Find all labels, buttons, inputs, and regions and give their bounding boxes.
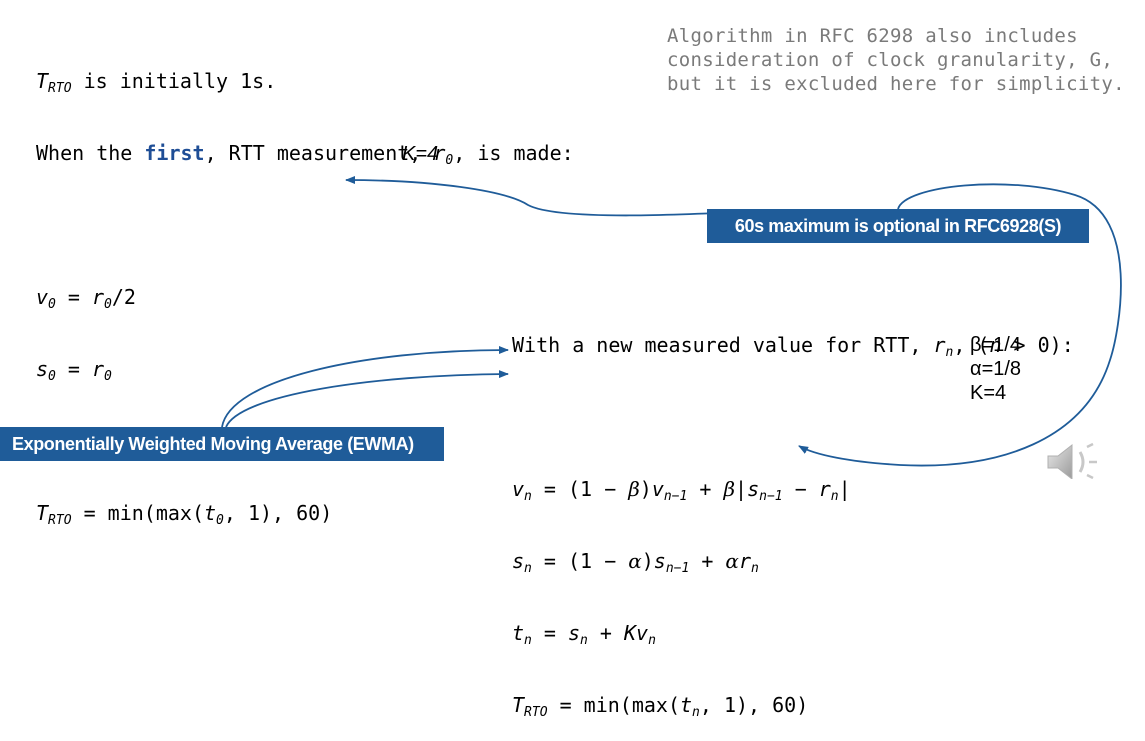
initial-eq-T: TRTO = min(max(t0, 1), 60)	[36, 501, 333, 528]
note-line-1: Algorithm in RFC 6298 also includes	[667, 25, 1078, 47]
note-line-3: but it is excluded here for simplicity.	[667, 73, 1125, 95]
update-eq-s: sn = (1 − α)sn−1 + αrn	[512, 549, 759, 576]
first-keyword: first	[144, 141, 205, 165]
initial-line-1: TRTO is initially 1s.	[36, 69, 277, 96]
blank-line	[512, 405, 1074, 429]
param-beta: β=1/4	[970, 334, 1021, 356]
param-k: K=4	[970, 382, 1007, 404]
speaker-icon[interactable]	[1046, 440, 1108, 479]
update-eq-t: tn = sn + Kvn	[512, 621, 656, 648]
update-intro: With a new measured value for RTT, rn, (…	[512, 333, 1074, 360]
callout-ewma: Exponentially Weighted Moving Average (E…	[0, 427, 444, 461]
blank-line	[36, 213, 574, 237]
initial-equations: TRTO is initially 1s. When the first, RT…	[36, 21, 574, 549]
note-line-2: consideration of clock granularity, G,	[667, 49, 1114, 71]
update-eq-T: TRTO = min(max(tn, 1), 60)	[512, 693, 809, 720]
initial-line-2: When the first, RTT measurement, r0, is …	[36, 141, 574, 168]
callout-60s-maximum: 60s maximum is optional in RFC6928(S)	[707, 209, 1089, 243]
initial-eq-v: v0 = r0/2	[36, 285, 136, 312]
update-eq-v: vn = (1 − β)vn−1 + β|sn−1 − rn|	[512, 477, 851, 504]
initial-k-param: K=4	[402, 143, 439, 165]
initial-eq-s: s0 = r0	[36, 357, 112, 384]
param-alpha: α=1/8	[970, 358, 1022, 380]
